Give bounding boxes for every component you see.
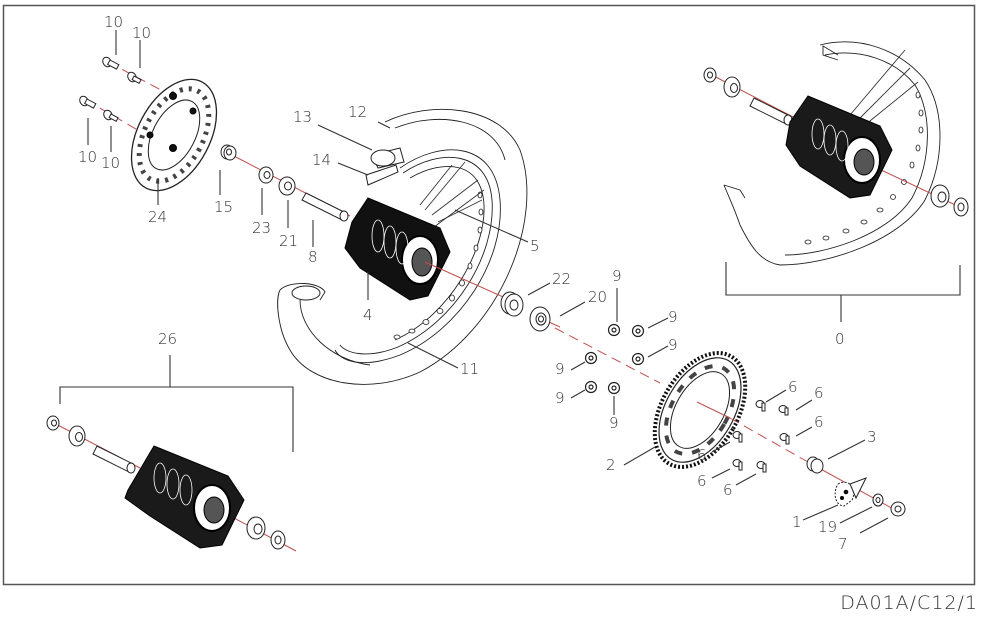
callout-26: 26: [158, 330, 177, 348]
brake-disc-group: [79, 30, 218, 205]
sprocket-guard: [834, 477, 868, 507]
distance-tube: [749, 97, 793, 126]
callout-labels: 10 10 10 10 24 15 23 21 8 13 12 14 5 4 1…: [78, 13, 877, 553]
bearing: [529, 306, 551, 332]
rear-sprocket: [623, 351, 748, 469]
assembly-bracket: [725, 262, 961, 296]
sprocket-bolts: [711, 389, 813, 486]
callout-12: 12: [348, 103, 367, 121]
tire: [277, 108, 528, 385]
oil-seal: [953, 197, 969, 217]
callout-9: 9: [668, 336, 678, 354]
callout-19: 19: [818, 518, 837, 536]
callout-8: 8: [308, 248, 318, 266]
callout-9: 9: [555, 389, 565, 407]
callout-10: 10: [101, 154, 120, 172]
callout-6: 6: [814, 384, 824, 402]
callout-21: 21: [279, 232, 298, 250]
hub-assembly-bracket: [59, 386, 294, 452]
callout-9: 9: [612, 267, 622, 285]
callout-1: 1: [792, 513, 802, 531]
bearing: [278, 176, 296, 196]
callout-7: 7: [838, 535, 848, 553]
callout-23: 23: [252, 219, 271, 237]
bearing: [723, 76, 741, 98]
callout-3: 3: [867, 428, 877, 446]
callout-11: 11: [460, 360, 479, 378]
hub: [124, 445, 245, 549]
washer: [872, 493, 884, 507]
main-wheel: [277, 108, 561, 385]
spacer: [806, 456, 824, 474]
disc-bolt: [103, 109, 119, 122]
callout-15: 15: [214, 198, 233, 216]
oil-seal: [500, 291, 524, 317]
hub-assembly: [46, 355, 297, 552]
callout-24: 24: [148, 208, 167, 226]
bearing: [246, 516, 266, 540]
disc-bolt: [102, 56, 120, 70]
distance-tube: [301, 192, 349, 222]
callout-10: 10: [78, 148, 97, 166]
oil-seal: [270, 530, 286, 550]
hub: [785, 95, 893, 199]
right-bearings: [500, 282, 586, 332]
callout-22: 22: [552, 270, 571, 288]
rim: [334, 149, 501, 364]
drawing-code: DA01A/C12/1: [840, 592, 978, 614]
callout-6: 6: [697, 472, 707, 490]
callout-14: 14: [312, 151, 331, 169]
right-axle-parts: [802, 439, 906, 534]
callout-6: 6: [723, 481, 733, 499]
callout-10: 10: [132, 24, 151, 42]
hub: [344, 197, 451, 301]
wheel-assembly: [703, 41, 969, 322]
diagram-border: [2, 4, 976, 586]
distance-tube: [92, 445, 136, 474]
collar: [220, 144, 237, 161]
callout-9: 9: [609, 414, 619, 432]
bearing: [930, 184, 950, 208]
oil-seal: [258, 166, 274, 184]
callout-10: 10: [104, 13, 123, 31]
callout-9: 9: [555, 360, 565, 378]
sprocket-nuts: [554, 288, 669, 415]
callout-6: 6: [697, 446, 707, 464]
bearing: [68, 425, 86, 447]
callout-6: 6: [814, 413, 824, 431]
disc-bolt: [127, 71, 142, 84]
callout-5: 5: [530, 237, 540, 255]
callout-13: 13: [293, 108, 312, 126]
oil-seal: [703, 67, 717, 83]
callout-2: 2: [606, 456, 616, 474]
disc-bolt: [79, 95, 97, 109]
brake-disc: [130, 78, 218, 192]
oil-seal: [46, 415, 60, 431]
callout-0: 0: [835, 330, 845, 348]
callout-9: 9: [668, 308, 678, 326]
callout-4: 4: [363, 306, 373, 324]
nut: [890, 501, 906, 517]
callout-20: 20: [588, 288, 607, 306]
callout-6: 6: [788, 378, 798, 396]
axle-parts-left: [219, 144, 351, 247]
